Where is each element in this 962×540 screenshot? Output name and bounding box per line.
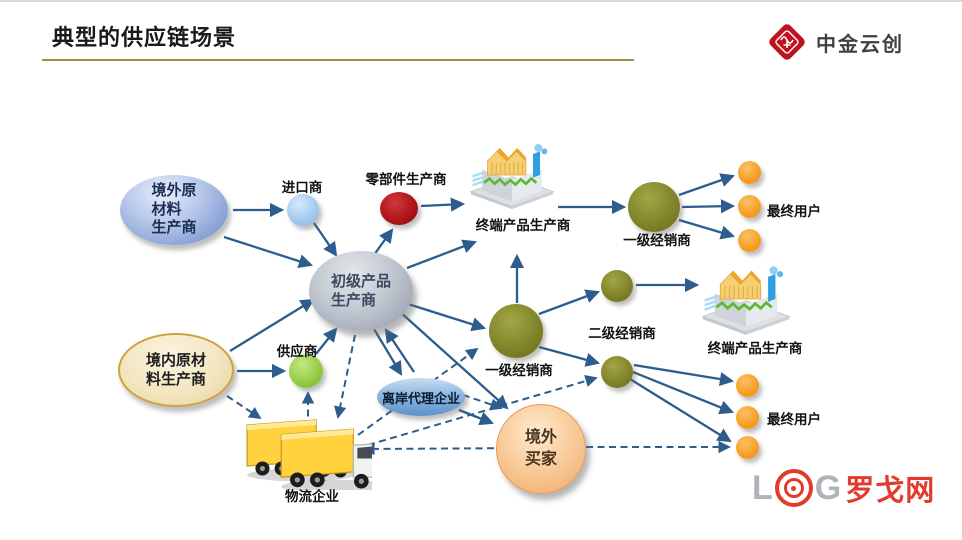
node-offshore-agent-label: 离岸代理企业 — [381, 390, 460, 406]
node-primary-producer: 初级产品 生产商 — [309, 251, 413, 331]
node-tier2-distributor-upper — [601, 270, 633, 302]
node-end-user-3 — [738, 229, 761, 252]
title-underline — [42, 59, 634, 61]
node-overseas-buyer-label: 境外 买家 — [524, 429, 557, 468]
node-importer — [287, 194, 319, 226]
supplier-label: 供应商 — [276, 344, 318, 359]
factory-top-icon — [468, 140, 556, 215]
node-tier1-distributor-top — [628, 182, 680, 232]
log-letter-l: L — [752, 469, 773, 507]
importer-label: 进口商 — [281, 180, 323, 195]
node-parts-maker — [380, 192, 418, 225]
node-end-user-1 — [738, 161, 761, 184]
node-tier2-distributor-lower — [601, 356, 633, 388]
brand-name: 中金云创 — [816, 33, 904, 56]
brand-logo: 中金云创 — [764, 18, 904, 66]
node-domestic-raw-producer: 境内原材 料生产商 — [118, 333, 234, 407]
parts-maker-label: 零部件生产商 — [365, 172, 447, 187]
tier1-top-label: 一级经销商 — [623, 233, 691, 248]
page-title: 典型的供应链场景 — [52, 25, 237, 50]
log-letter-g: G — [814, 469, 842, 507]
log-cn-name: 罗戈网 — [845, 475, 936, 507]
node-supplier — [289, 354, 323, 388]
node-end-user-6 — [736, 436, 759, 459]
tier2-label: 二级经销商 — [588, 326, 656, 341]
log-logo: L G 罗戈网 — [752, 468, 935, 508]
node-offshore-agent: 离岸代理企业 — [377, 378, 465, 416]
log-target-icon — [774, 469, 813, 507]
node-primary-producer-label: 初级产品 生产商 — [330, 272, 391, 310]
node-overseas-raw-label: 境外原 材料 生产商 — [151, 181, 197, 237]
node-end-user-2 — [738, 195, 761, 218]
node-overseas-raw-producer: 境外原 材料 生产商 — [120, 175, 228, 245]
brand-seal-icon — [769, 24, 805, 60]
node-end-user-5 — [736, 406, 759, 429]
node-tier1-distributor-mid — [489, 304, 543, 358]
tier1-mid-label: 一级经销商 — [485, 363, 553, 378]
end-users-right-label: 最终用户 — [767, 412, 821, 427]
slide-top-border — [0, 0, 962, 2]
end-users-top-label: 最终用户 — [767, 204, 821, 219]
node-overseas-buyer: 境外 买家 — [496, 404, 586, 494]
node-domestic-raw-label: 境内原材 料生产商 — [145, 351, 206, 389]
factory-right-icon — [700, 262, 792, 341]
end-maker-top-label: 终端产品生产商 — [475, 218, 571, 233]
node-end-user-4 — [736, 374, 759, 397]
trucks-icon — [240, 414, 372, 495]
end-maker-right-label: 终端产品生产商 — [707, 341, 803, 356]
logistics-label: 物流企业 — [285, 489, 339, 504]
